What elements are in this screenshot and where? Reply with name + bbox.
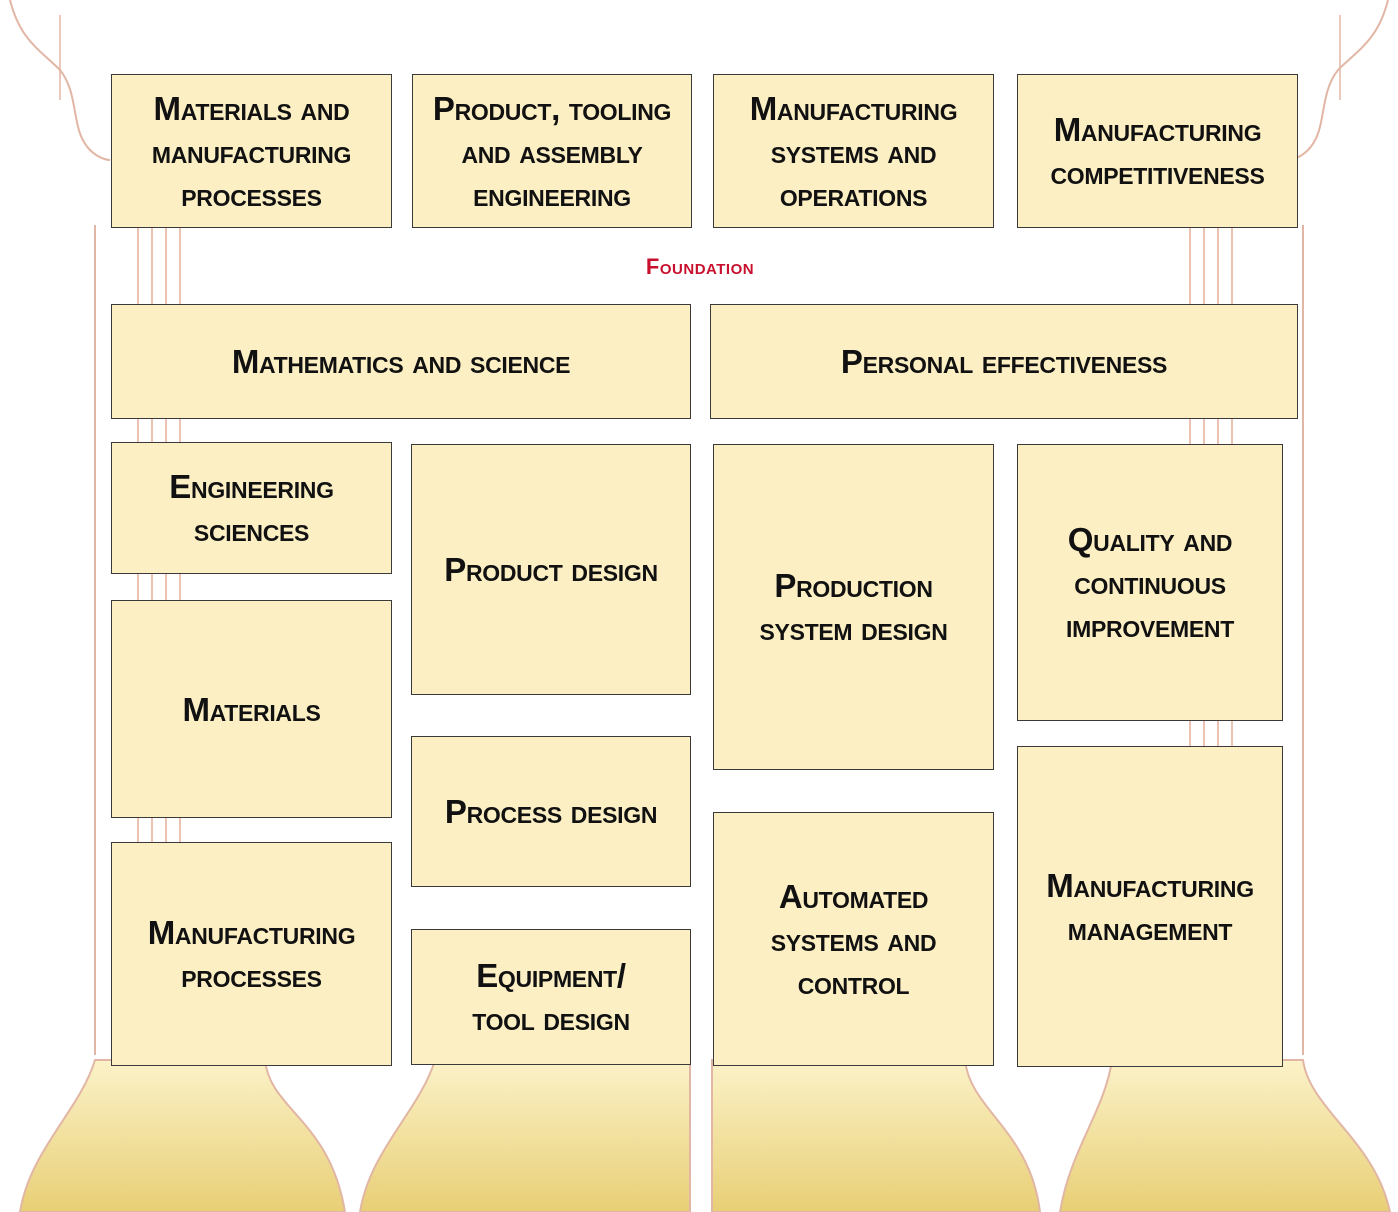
- box-production-system-design: ProductionSystem Design: [713, 444, 994, 770]
- label-line: Improvement: [1066, 607, 1234, 644]
- label-line: Quality and: [1067, 521, 1233, 558]
- label-line: Product Design: [444, 551, 658, 588]
- label-line: Materials: [182, 690, 321, 728]
- box-materials: Materials: [111, 600, 392, 818]
- label-line: Manufacturing: [151, 132, 352, 170]
- label-line: System Design: [759, 610, 948, 647]
- box-label: Product Design: [444, 548, 658, 591]
- box-equipment-tool-design: Equipment/Tool Design: [411, 929, 691, 1065]
- label-line: Sciences: [193, 511, 310, 548]
- label-line: Operations: [779, 175, 928, 213]
- label-line: Systems and: [770, 920, 937, 958]
- box-process-design: Process Design: [411, 736, 691, 887]
- box-engineering-sciences: EngineeringSciences: [111, 442, 392, 574]
- top-box-label: ManufacturingSystems andOperations: [750, 87, 958, 216]
- box-label: Quality andContinuousImprovement: [1066, 518, 1234, 647]
- top-box-label: ManufacturingCompetitiveness: [1050, 108, 1264, 194]
- label-line: Personal Effectiveness: [840, 343, 1168, 380]
- label-line: Product, Tooling: [432, 89, 672, 127]
- box-label: ManufacturingManagement: [1046, 864, 1254, 950]
- label-line: Mathematics and Science: [231, 343, 571, 380]
- box-label: Equipment/Tool Design: [472, 954, 630, 1040]
- foundation-label: Foundation: [645, 254, 755, 279]
- box-product-design: Product Design: [411, 444, 691, 695]
- box-mathematics-and-science: Mathematics and Science: [111, 304, 691, 419]
- box-label: Mathematics and Science: [231, 340, 571, 383]
- label-line: Tool Design: [472, 1000, 630, 1037]
- top-box-manufacturing-competitiveness: ManufacturingCompetitiveness: [1017, 74, 1298, 228]
- label-line: and Assembly: [461, 132, 643, 170]
- label-line: Process Design: [444, 793, 658, 830]
- label-line: Management: [1067, 909, 1233, 947]
- box-manufacturing-processes: ManufacturingProcesses: [111, 842, 392, 1066]
- top-box-materials-manufacturing-processes: Materials andManufacturingProcesses: [111, 74, 392, 228]
- box-manufacturing-management: ManufacturingManagement: [1017, 746, 1283, 1067]
- label-line: Production: [774, 567, 933, 604]
- top-box-label: Materials andManufacturingProcesses: [151, 87, 352, 216]
- box-automated-systems-control: AutomatedSystems andControl: [713, 812, 994, 1066]
- box-label: ProductionSystem Design: [759, 564, 947, 650]
- capital-outline: [9, 0, 1389, 1055]
- label-line: Control: [797, 963, 910, 1001]
- label-line: Engineering: [169, 468, 334, 505]
- label-line: Manufacturing: [1053, 111, 1262, 148]
- label-line: Processes: [181, 957, 322, 994]
- pillar-bases: [18, 1059, 1392, 1212]
- label-line: Competitiveness: [1050, 154, 1265, 191]
- box-personal-effectiveness: Personal Effectiveness: [710, 304, 1298, 419]
- label-line: Manufacturing: [1046, 866, 1254, 904]
- pillar-flutes: [137, 228, 1233, 842]
- label-line: Engineering: [473, 175, 631, 213]
- label-line: Materials and: [153, 89, 350, 127]
- label-line: Systems and: [770, 132, 937, 170]
- top-box-label: Product, Tooling and AssemblyEngineering: [432, 87, 672, 216]
- box-label: Personal Effectiveness: [841, 340, 1167, 383]
- label-line: Processes: [181, 175, 322, 213]
- box-label: ManufacturingProcesses: [148, 911, 356, 997]
- box-quality-continuous-improvement: Quality andContinuousImprovement: [1017, 444, 1283, 721]
- box-label: Process Design: [444, 790, 658, 833]
- label-line: Manufacturing: [749, 89, 958, 127]
- top-box-product-tooling-assembly: Product, Tooling and AssemblyEngineering: [412, 74, 692, 228]
- box-label: Materials: [182, 688, 320, 731]
- label-line: Automated: [778, 877, 929, 915]
- label-line: Continuous: [1074, 564, 1226, 601]
- box-label: AutomatedSystems andControl: [771, 875, 937, 1004]
- label-line: Manufacturing: [147, 914, 356, 951]
- top-box-manufacturing-systems-operations: ManufacturingSystems andOperations: [713, 74, 994, 228]
- label-line: Equipment/: [476, 957, 626, 994]
- box-label: EngineeringSciences: [169, 465, 334, 551]
